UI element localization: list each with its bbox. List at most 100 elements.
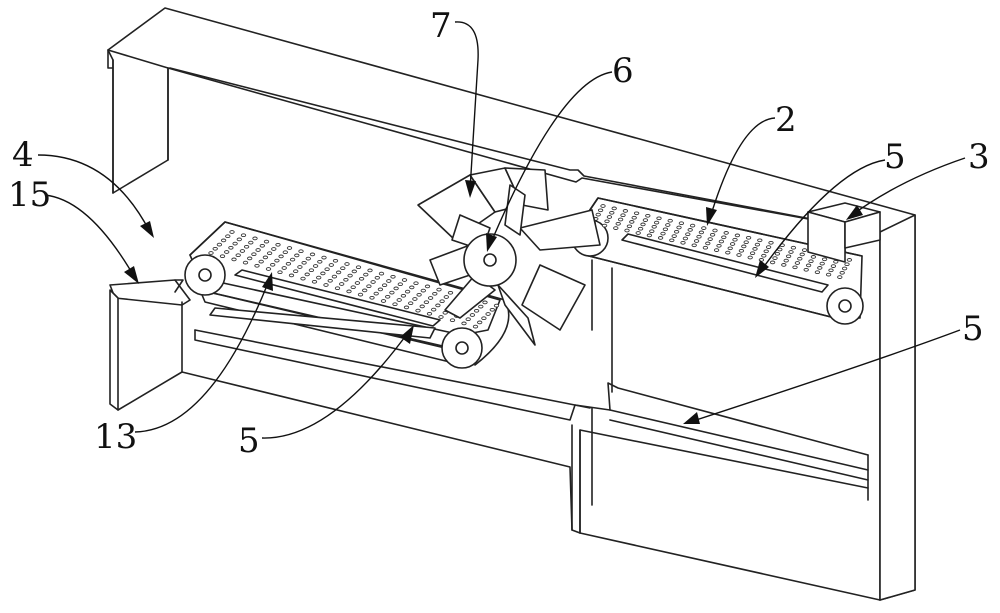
belt-hole [749, 251, 756, 256]
belt-hole [308, 268, 315, 273]
belt-hole [275, 242, 281, 247]
belt-hole [783, 258, 789, 263]
belt-hole [465, 317, 471, 322]
belt-hole [819, 261, 825, 266]
belt-hole [799, 252, 805, 257]
belt-hole [363, 272, 369, 277]
belt-hole [629, 220, 635, 224]
belt-hole [805, 263, 812, 268]
belt-hole [374, 275, 380, 280]
belt-hole [258, 259, 264, 264]
belt-hole [841, 266, 848, 271]
belt-hole [702, 245, 709, 250]
belt-hole [825, 272, 832, 277]
belt-hole [281, 266, 287, 270]
belt-hole [478, 304, 484, 309]
belt-hole [288, 273, 295, 278]
belt-hole [335, 270, 342, 275]
belt-hole [846, 258, 853, 262]
belt-hole [447, 290, 454, 295]
label-4: 4 [12, 135, 34, 175]
belt-hole [472, 324, 479, 329]
belt-hole [738, 248, 745, 253]
belt-hole [435, 303, 441, 308]
belt-hole [340, 266, 346, 271]
belt-hole [620, 213, 626, 218]
label-6: 6 [612, 51, 634, 91]
belt-hole [316, 275, 322, 280]
belt-hole [810, 255, 817, 259]
belt-hole [212, 246, 218, 251]
label-5-bottom: 5 [238, 421, 260, 461]
belt-hole [343, 277, 349, 282]
belt-hole [837, 275, 843, 279]
belt-hole [833, 259, 839, 264]
belt-hole [676, 225, 682, 230]
belt-hole [769, 260, 776, 265]
belt-hole [657, 236, 664, 240]
belt-hole [369, 295, 375, 300]
belt-hole [432, 291, 438, 296]
belt-hole [642, 218, 649, 222]
belt-hole [649, 229, 655, 234]
belt-hole [597, 208, 604, 213]
right-belt-perforations [590, 204, 853, 279]
belt-hole [752, 247, 758, 251]
belt-hole [665, 223, 671, 227]
belt-hole [242, 260, 249, 265]
belt-hole [821, 257, 828, 262]
belt-hole [339, 282, 345, 286]
belt-hole [408, 301, 414, 306]
belt-hole [669, 238, 675, 243]
left-conveyor-belt [184, 221, 510, 369]
belt-hole [662, 227, 669, 232]
belt-hole [219, 254, 226, 259]
belt-hole [293, 269, 299, 274]
belt-hole [286, 246, 293, 250]
belt-hole [332, 258, 339, 263]
belt-hole [617, 217, 624, 222]
belt-hole [693, 239, 700, 243]
belt-hole [301, 260, 307, 265]
belt-hole [424, 284, 431, 289]
belt-hole [278, 254, 284, 259]
belt-hole [351, 269, 357, 274]
belt-hole [685, 232, 691, 237]
belt-hole [362, 288, 368, 293]
belt-hole [757, 238, 763, 243]
belt-hole [461, 321, 467, 326]
leader-lines [37, 21, 966, 439]
reference-numerals: 7 6 2 5 3 4 15 5 13 5 [8, 6, 990, 461]
belt-hole [412, 297, 418, 301]
belt-hole [646, 233, 653, 238]
belt-hole [741, 244, 747, 249]
belt-hole [716, 243, 722, 248]
belt-hole [839, 270, 845, 275]
belt-hole [239, 249, 246, 253]
label-5-right: 5 [962, 309, 984, 349]
belt-hole [311, 279, 318, 284]
belt-hole [266, 251, 273, 256]
belt-hole [259, 243, 265, 248]
belt-hole [761, 253, 767, 258]
belt-hole [705, 241, 711, 246]
label-15: 15 [8, 175, 51, 215]
belt-hole [416, 292, 422, 297]
belt-hole [231, 257, 237, 262]
belt-hole [765, 245, 772, 249]
belt-hole [640, 222, 646, 227]
belt-hole [320, 271, 326, 276]
belt-hole [300, 276, 306, 281]
belt-hole [656, 216, 662, 221]
belt-hole [732, 237, 738, 242]
belt-hole [745, 235, 752, 240]
belt-hole [229, 230, 235, 234]
belt-hole [687, 228, 693, 232]
belt-hole [224, 250, 230, 254]
belt-hole [449, 318, 456, 323]
belt-hole [701, 226, 707, 230]
belt-hole [265, 267, 272, 271]
belt-hole [713, 248, 720, 252]
label-13: 13 [94, 417, 137, 457]
